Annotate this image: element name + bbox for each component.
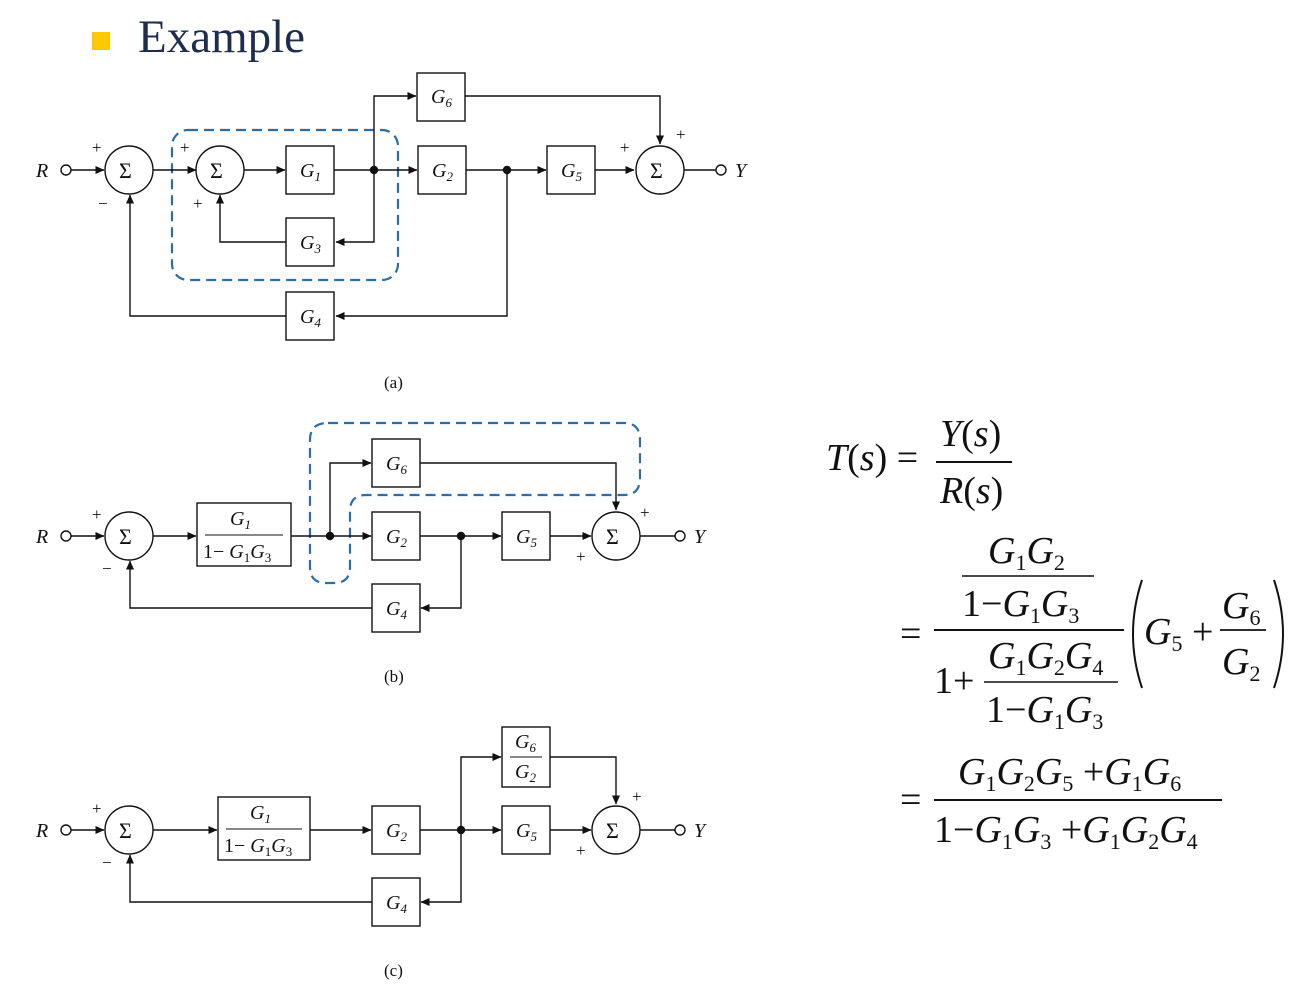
diagram-b-dashed-region <box>308 421 642 585</box>
output-terminal <box>715 164 727 176</box>
caption-a: (a) <box>384 373 403 392</box>
svg-text:G1: G1 <box>230 508 251 532</box>
input-label: R <box>35 160 48 182</box>
svg-text:G2: G2 <box>386 526 407 550</box>
svg-text:R(s): R(s) <box>939 470 1003 512</box>
svg-text:+: + <box>676 125 686 144</box>
svg-text:Σ: Σ <box>210 158 223 183</box>
caption-b: (b) <box>384 667 404 686</box>
block-g1-over-1-minus-g1g3 <box>196 502 292 567</box>
diagram-a-labels: R Y Σ Σ Σ + − + + + + G1 G6 G3 G2 G5 G4 … <box>35 86 748 392</box>
svg-text:G6: G6 <box>515 731 536 755</box>
caption-c: (c) <box>384 961 403 980</box>
svg-text:+: + <box>180 138 190 157</box>
svg-text:G2: G2 <box>1222 641 1260 686</box>
svg-text:G2: G2 <box>386 820 407 844</box>
svg-text:G3: G3 <box>300 232 321 256</box>
transfer-function-formula: T(s) = Y(s) R(s) = G1G2 1−G1G3 1+ G1G2G4… <box>826 413 1284 854</box>
diagram-a-dashed-region <box>170 128 400 282</box>
svg-text:G1: G1 <box>250 802 271 826</box>
svg-text:Σ: Σ <box>650 158 663 183</box>
input-terminal <box>60 164 72 176</box>
svg-text:G5: G5 <box>516 526 537 550</box>
diagram-a <box>60 72 727 341</box>
svg-text:R: R <box>35 820 48 842</box>
svg-text:G2: G2 <box>432 160 453 184</box>
svg-text:+: + <box>92 138 102 157</box>
slide-title: Example <box>138 11 306 63</box>
svg-text:G1G2G5 +G1G6: G1G2G5 +G1G6 <box>958 751 1181 796</box>
diagram-c <box>60 726 686 927</box>
svg-text:−: − <box>102 853 112 872</box>
diagram-b-labels: R Y Σ Σ + − + + G1 1− G1G3 G6 G2 G5 G4 (… <box>35 453 707 686</box>
svg-text:G4: G4 <box>300 306 321 330</box>
svg-text:G6: G6 <box>386 453 407 477</box>
diagram-c-labels: R Y Σ Σ + − + + G1 1− G1G3 G6 G2 G2 G5 G… <box>35 731 707 980</box>
svg-text:G2: G2 <box>515 761 536 785</box>
svg-text:+: + <box>640 503 650 522</box>
svg-text:+: + <box>92 505 102 524</box>
output-label: Y <box>735 160 748 182</box>
svg-text:G5: G5 <box>561 160 582 184</box>
block-g1-over-1-minus-g1g3-c <box>217 796 311 861</box>
svg-text:+: + <box>576 547 586 566</box>
svg-text:Σ: Σ <box>606 818 619 843</box>
svg-text:+: + <box>92 799 102 818</box>
svg-text:G4: G4 <box>386 598 407 622</box>
svg-text:+: + <box>632 787 642 806</box>
svg-text:1−G1G3 +G1G2G4: 1−G1G3 +G1G2G4 <box>934 809 1198 854</box>
svg-text:T(s) =: T(s) = <box>826 437 918 479</box>
svg-text:Σ: Σ <box>119 158 132 183</box>
svg-text:G4: G4 <box>386 892 407 916</box>
svg-text:=: = <box>900 779 921 821</box>
title-bullet <box>92 32 110 50</box>
svg-text:G6: G6 <box>1222 585 1260 630</box>
svg-text:1−G1G3: 1−G1G3 <box>986 689 1103 734</box>
svg-text:G6: G6 <box>431 86 452 110</box>
svg-text:1+: 1+ <box>934 660 974 702</box>
svg-text:G1: G1 <box>300 160 321 184</box>
svg-text:G5: G5 <box>516 820 537 844</box>
svg-text:R: R <box>35 526 48 548</box>
svg-text:+: + <box>620 138 630 157</box>
svg-text:1− G1G3: 1− G1G3 <box>224 835 292 859</box>
svg-text:+: + <box>576 841 586 860</box>
svg-text:G1G2G4: G1G2G4 <box>988 635 1103 680</box>
svg-text:Y: Y <box>694 820 707 842</box>
svg-text:−: − <box>98 194 108 213</box>
svg-text:Σ: Σ <box>606 524 619 549</box>
svg-text:Y(s): Y(s) <box>940 413 1001 455</box>
svg-text:G5 +: G5 + <box>1144 611 1213 656</box>
svg-text:1− G1G3: 1− G1G3 <box>203 541 271 565</box>
svg-text:1−G1G3: 1−G1G3 <box>962 583 1079 628</box>
svg-text:+: + <box>193 194 203 213</box>
svg-text:Σ: Σ <box>119 524 132 549</box>
svg-text:=: = <box>900 613 921 655</box>
svg-text:Y: Y <box>694 526 707 548</box>
svg-text:−: − <box>102 559 112 578</box>
block-g6 <box>416 72 466 122</box>
svg-text:G1G2: G1G2 <box>988 530 1065 575</box>
diagram-b <box>60 421 686 633</box>
svg-text:Σ: Σ <box>119 818 132 843</box>
